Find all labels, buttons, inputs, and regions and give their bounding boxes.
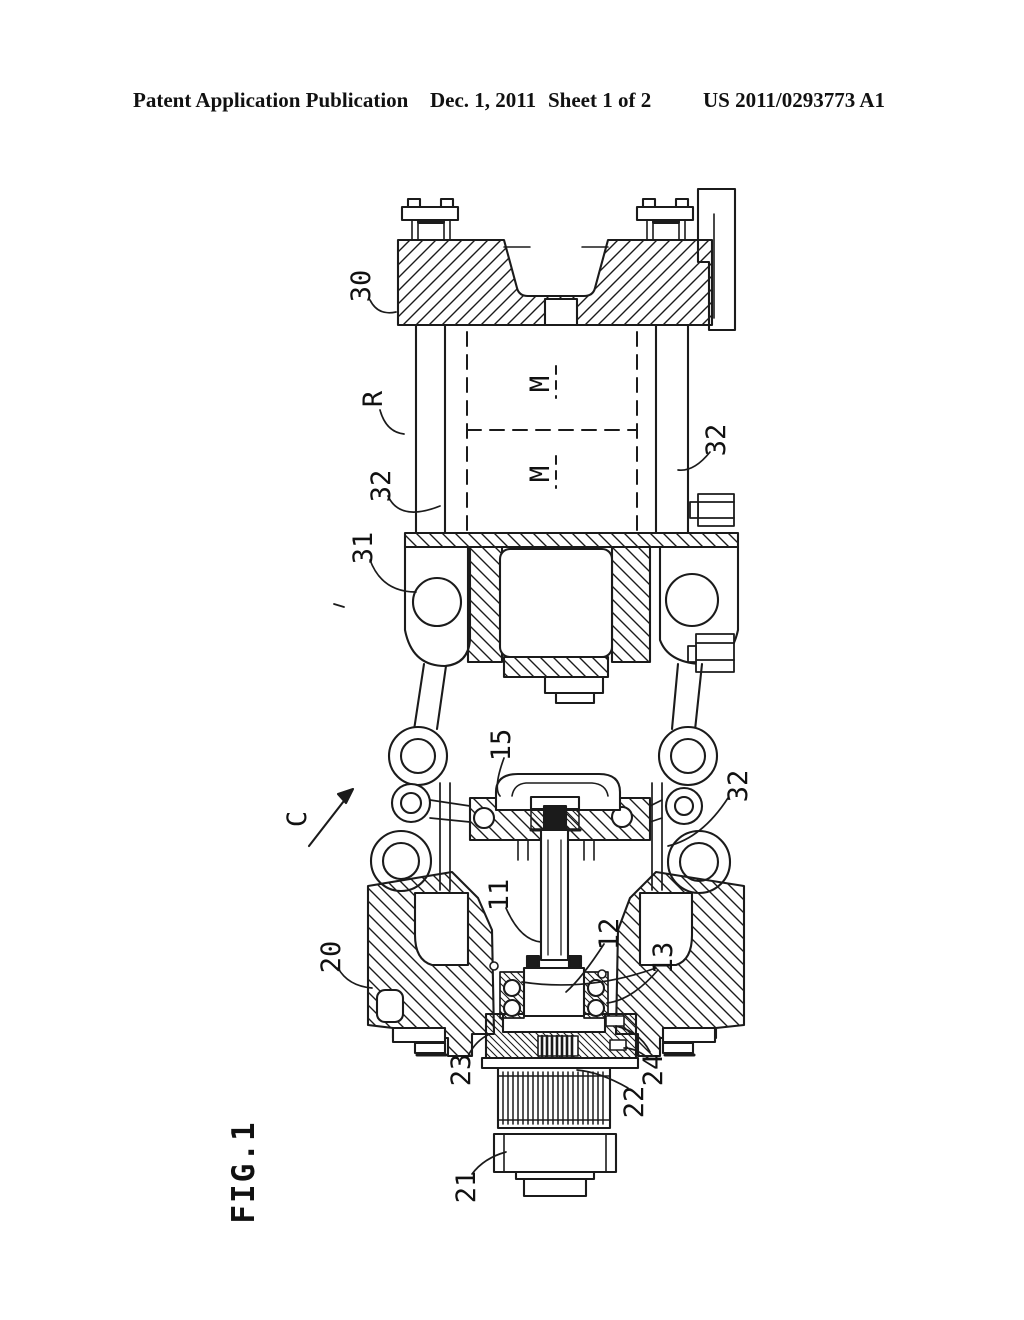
header-doc-number: US 2011/0293773 A1	[703, 88, 886, 112]
rear-platen	[366, 870, 746, 1058]
ref-label-32-left: 32	[366, 470, 397, 503]
clamping-unit-arrow	[307, 787, 355, 848]
header-sheet: Sheet 1 of 2	[548, 88, 652, 112]
header-date: Dec. 1, 2011	[430, 88, 537, 112]
ref-label-23: 23	[446, 1054, 477, 1087]
spline-shaft	[537, 1034, 579, 1058]
toggle-links-left	[369, 662, 471, 893]
ref-label-m-lower: M	[525, 466, 556, 482]
mold-space-dashed	[466, 331, 638, 531]
platen-bolts-left	[400, 197, 460, 241]
ref-label-21: 21	[451, 1171, 482, 1204]
motor	[492, 1066, 618, 1198]
figure-caption: FIG.1	[226, 1120, 262, 1223]
bearing-right	[583, 971, 609, 1019]
ref-label-22: 22	[619, 1086, 650, 1119]
ref-label-11: 11	[484, 879, 515, 912]
nut-bearing-housing	[480, 954, 640, 1070]
stray-mark	[333, 603, 345, 608]
header-publication: Patent Application Publication	[133, 88, 409, 112]
toggle-links-right	[649, 662, 732, 895]
motor-housing	[492, 1132, 618, 1174]
screw-nut	[522, 966, 586, 1018]
housing-bolts	[489, 961, 627, 1051]
ref-label-32-right-top: 32	[701, 424, 732, 457]
ref-label-m-upper: M	[525, 376, 556, 392]
platen-bolts-right	[635, 197, 695, 241]
tie-bar-nuts	[687, 493, 735, 673]
ref-label-r: R	[358, 390, 389, 407]
leader-lines	[337, 299, 729, 1175]
stationary-platen	[396, 187, 737, 332]
ref-label-12: 12	[594, 918, 625, 951]
ref-label-c: C	[282, 811, 313, 827]
page-header: Patent Application Publication Dec. 1, 2…	[0, 88, 1024, 118]
ref-label-15: 15	[486, 729, 517, 762]
crosshead-assembly	[468, 772, 652, 962]
ref-label-32-right-bottom: 32	[723, 770, 754, 803]
tie-bars	[414, 323, 690, 535]
reference-labels: 30 R 32 31 M M 32 15 C 32 11 20 12 13 23…	[282, 270, 754, 1204]
ref-label-13: 13	[648, 942, 679, 975]
ref-label-31: 31	[348, 532, 379, 565]
ref-label-24: 24	[638, 1054, 669, 1087]
motor-rotor	[496, 1066, 612, 1130]
ref-label-20: 20	[316, 941, 347, 974]
moving-platen	[333, 531, 740, 705]
bearing-left	[499, 971, 525, 1019]
ball-screw-shaft	[539, 828, 570, 962]
ref-label-30: 30	[346, 270, 377, 303]
